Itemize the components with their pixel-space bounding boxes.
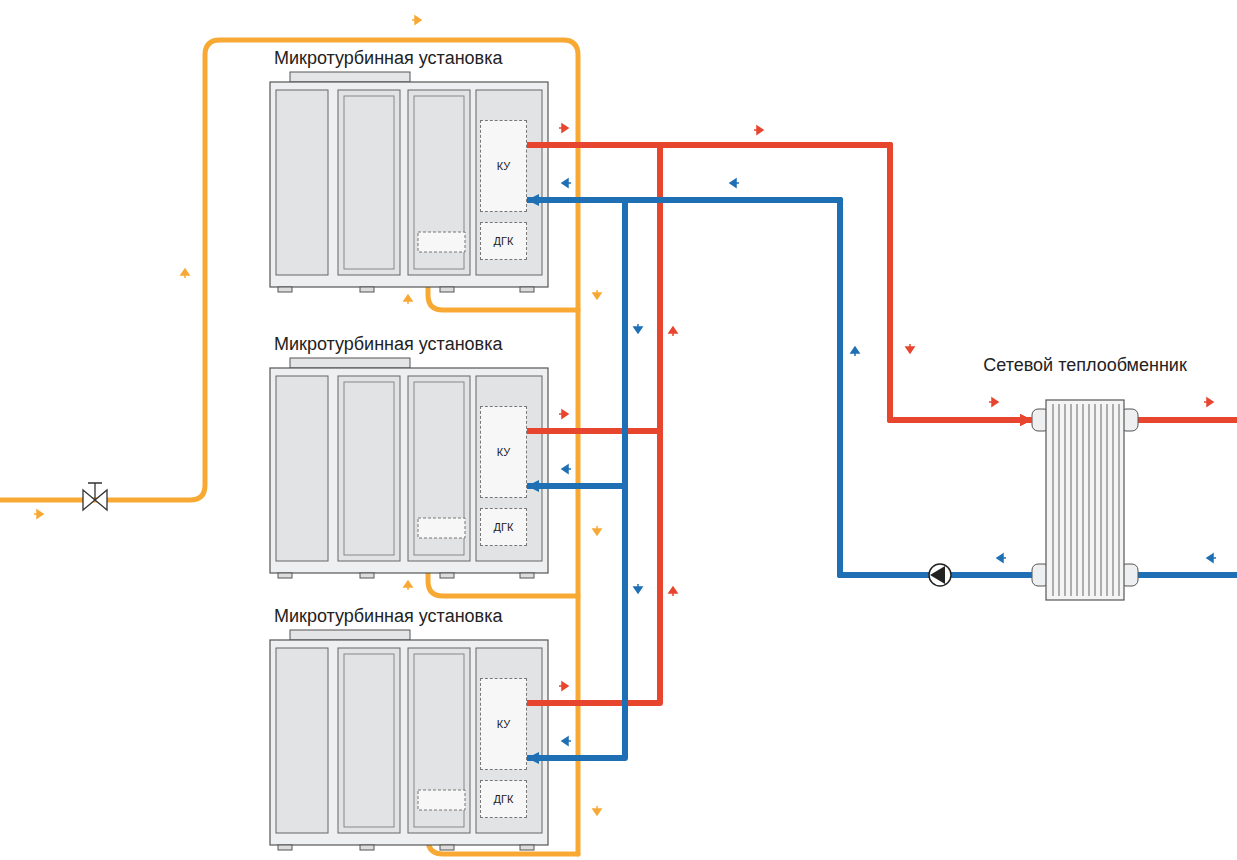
microturbine-illustration bbox=[270, 72, 548, 292]
flow-arrow bbox=[562, 737, 571, 745]
microturbine-illustration bbox=[270, 630, 548, 850]
flow-arrow bbox=[669, 587, 677, 596]
unit-heading: Микротурбинная установка bbox=[274, 606, 502, 627]
flow-arrow bbox=[1204, 398, 1213, 406]
module-label: ДГК bbox=[494, 793, 514, 805]
module-label: КУ bbox=[497, 446, 511, 458]
module-box: ДГК bbox=[480, 222, 527, 260]
module-box: ДГК bbox=[480, 780, 527, 818]
gas-pipe bbox=[0, 40, 578, 854]
flow-arrow bbox=[906, 344, 914, 353]
flow-arrow bbox=[593, 290, 601, 299]
flow-arrow bbox=[559, 410, 568, 418]
microturbine-unit: Микротурбинная установкаКУДГК bbox=[270, 640, 548, 845]
flow-arrow bbox=[562, 465, 571, 473]
module-label: КУ bbox=[497, 160, 511, 172]
flow-arrow bbox=[181, 269, 189, 278]
flow-arrow bbox=[593, 806, 601, 815]
flow-arrow bbox=[997, 554, 1006, 562]
return-water-pipe bbox=[527, 200, 1032, 575]
flow-arrow bbox=[34, 510, 43, 518]
flow-arrow bbox=[404, 581, 412, 590]
unit-heading: Микротурбинная установка bbox=[274, 334, 502, 355]
module-label: КУ bbox=[497, 718, 511, 730]
hot-water-pipe bbox=[527, 145, 1032, 431]
return-water-pipe bbox=[527, 200, 1032, 758]
module-label: ДГК bbox=[494, 521, 514, 533]
flow-arrow bbox=[404, 295, 412, 304]
flow-arrow bbox=[851, 347, 859, 356]
hot-water-pipe bbox=[527, 145, 1032, 703]
flow-arrow bbox=[559, 682, 568, 690]
module-label: ДГК bbox=[494, 235, 514, 247]
flow-arrow bbox=[634, 324, 642, 333]
flow-arrow bbox=[989, 398, 998, 406]
microturbine-unit: Микротурбинная установкаКУДГК bbox=[270, 82, 548, 287]
flow-arrow bbox=[634, 584, 642, 593]
flow-arrow bbox=[1207, 554, 1216, 562]
flow-arrow bbox=[730, 179, 739, 187]
microturbine-unit: Микротурбинная установкаКУДГК bbox=[270, 368, 548, 573]
microturbine-illustration bbox=[270, 358, 548, 578]
flow-arrow bbox=[562, 179, 571, 187]
unit-heading: Сетевой теплообменник bbox=[983, 355, 1187, 376]
heat-exchanger-illustration bbox=[1032, 400, 1138, 600]
module-box: КУ bbox=[480, 120, 527, 212]
unit-heading: Микротурбинная установка bbox=[274, 48, 502, 69]
flow-arrow bbox=[669, 327, 677, 336]
pump-symbol bbox=[929, 564, 951, 586]
network-pipes bbox=[1138, 420, 1237, 575]
flow-arrow bbox=[559, 124, 568, 132]
flow-arrow bbox=[754, 126, 763, 134]
gas-valve bbox=[83, 483, 107, 510]
flow-arrow bbox=[593, 526, 601, 535]
return-water-pipe bbox=[527, 200, 1032, 575]
flow-arrow bbox=[412, 16, 421, 24]
module-box: КУ bbox=[480, 406, 527, 498]
module-box: ДГК bbox=[480, 508, 527, 546]
module-box: КУ bbox=[480, 678, 527, 770]
hot-water-pipe bbox=[527, 145, 1032, 420]
heat-exchanger: Сетевой теплообменник bbox=[1032, 400, 1138, 600]
